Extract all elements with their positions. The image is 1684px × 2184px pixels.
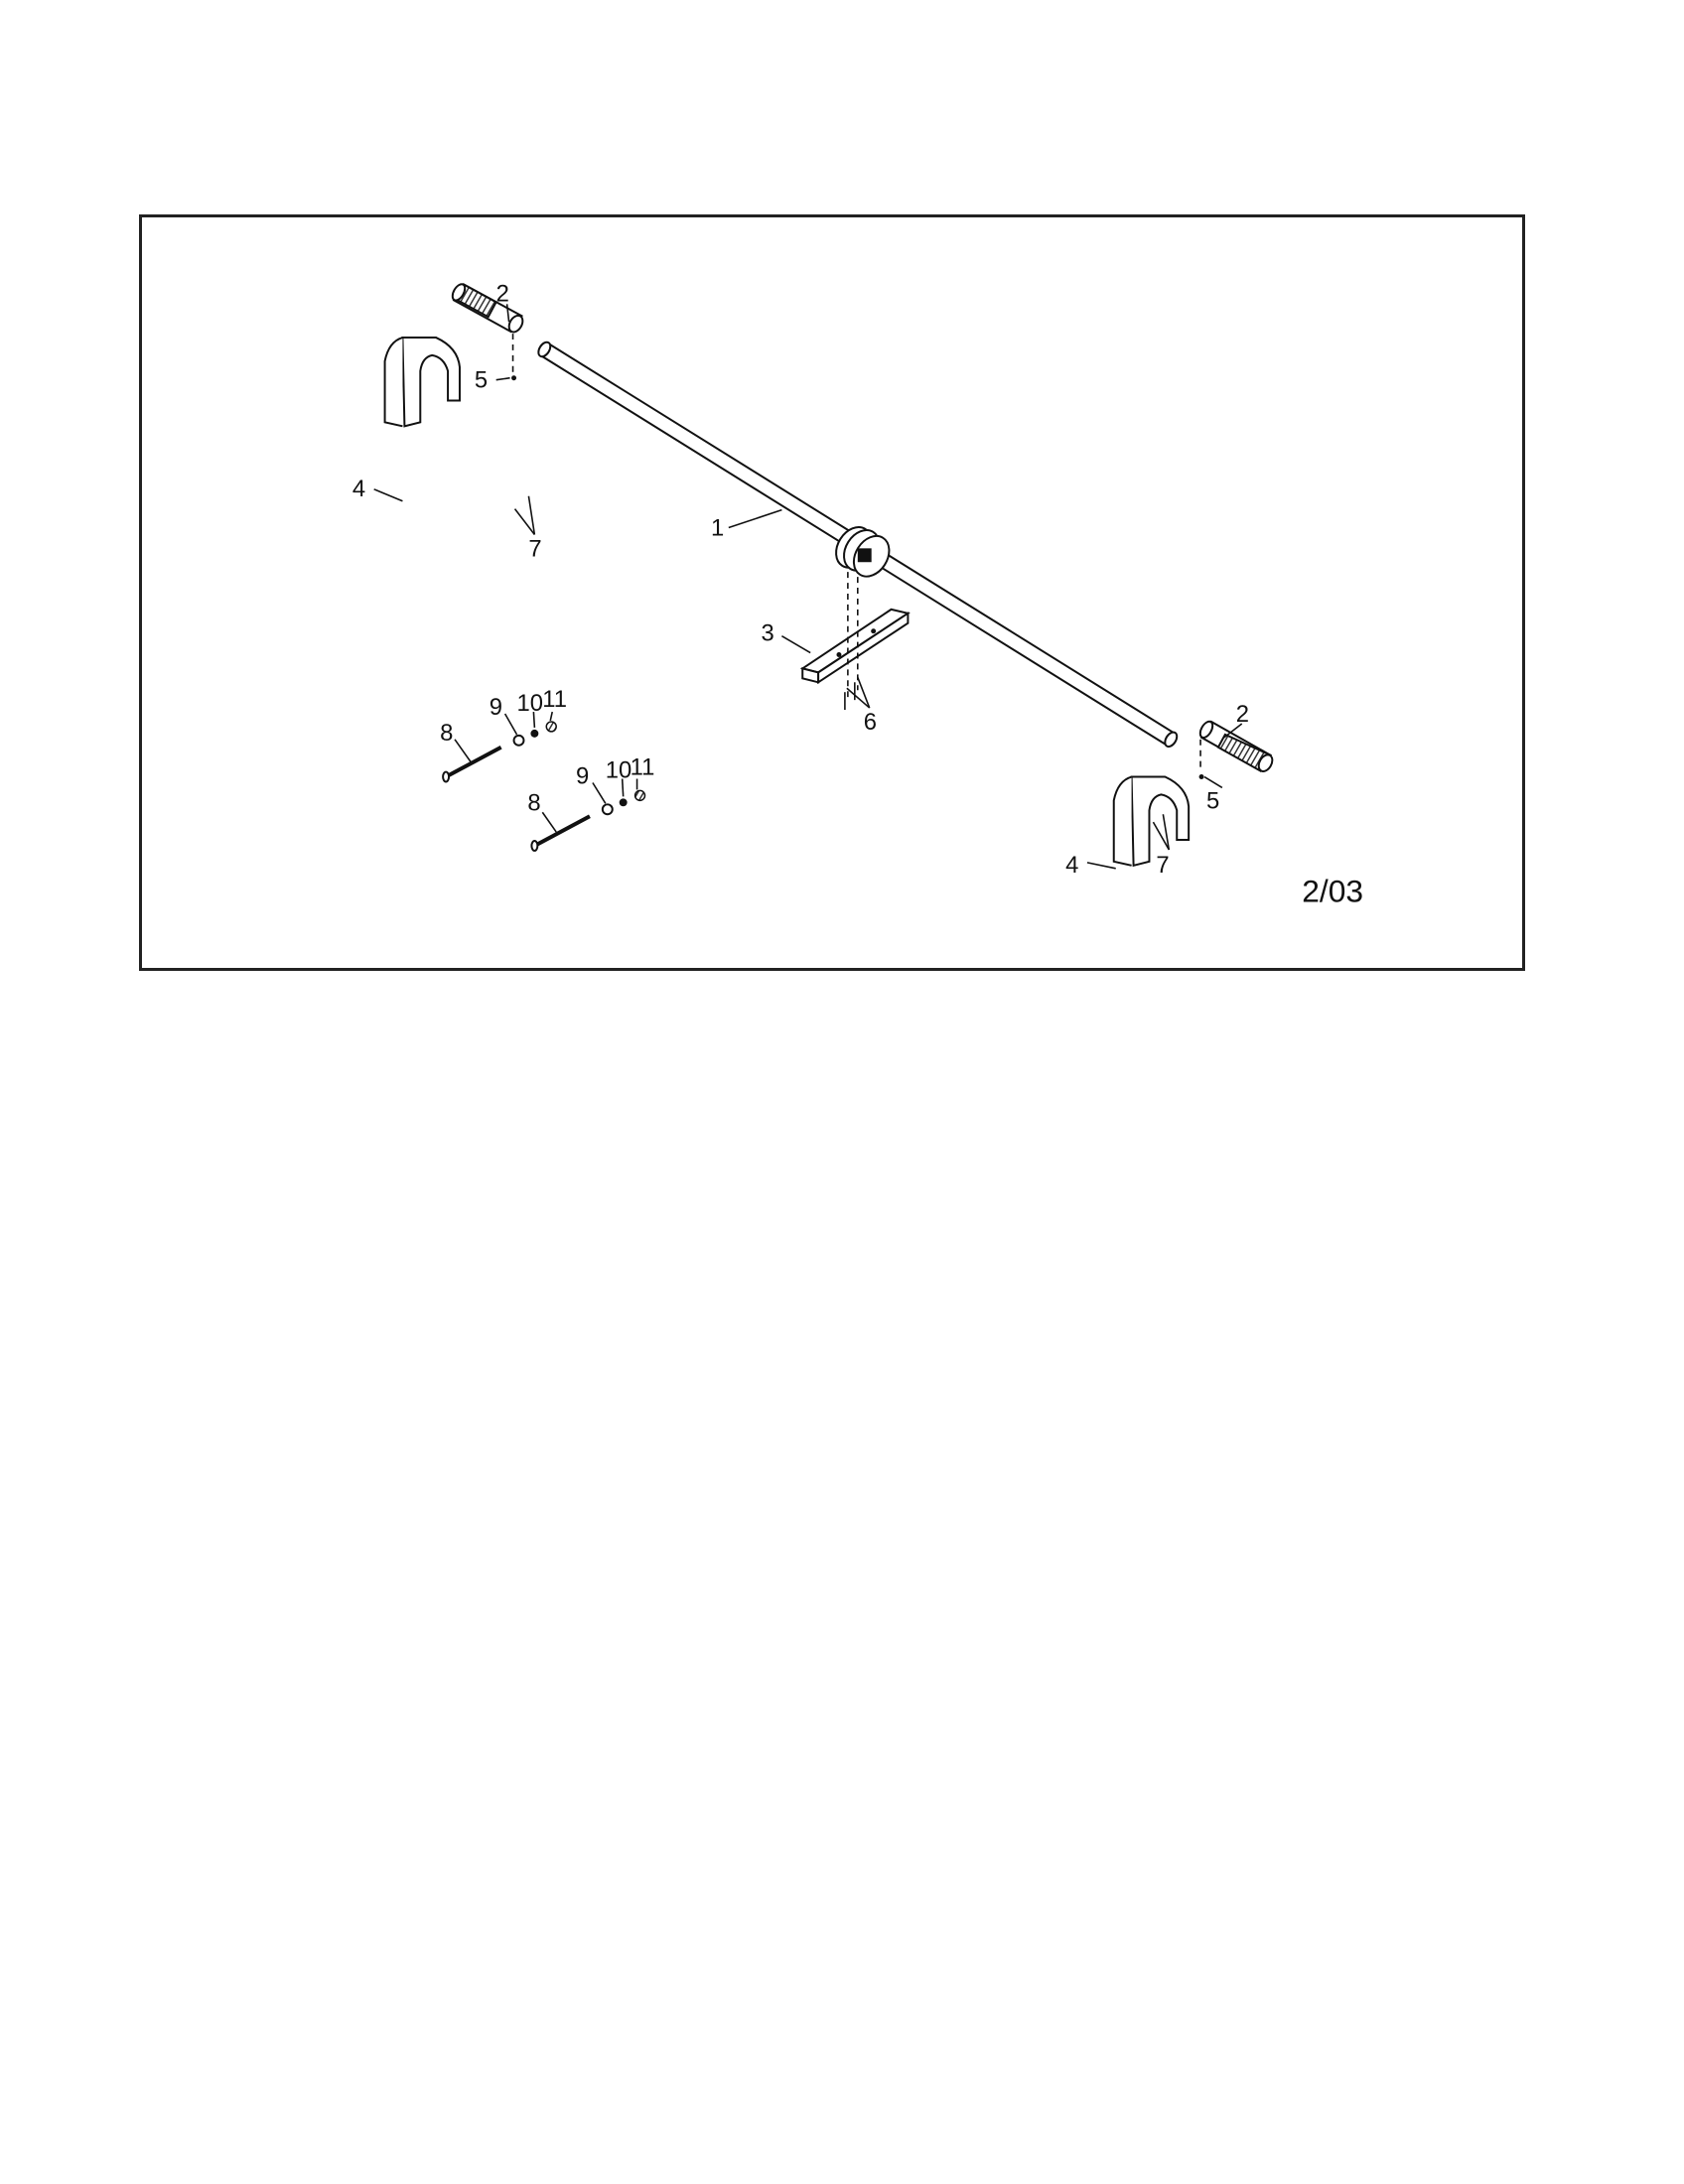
plate-screws bbox=[844, 572, 859, 711]
callout-8-lower: 8 bbox=[527, 789, 540, 816]
callout-9-lower: 9 bbox=[576, 762, 589, 789]
diagram-frame: 2 5 4 7 1 3 6 2 5 4 7 8 9 10 11 8 9 10 1… bbox=[139, 214, 1525, 971]
set-screw-left bbox=[511, 334, 517, 381]
bolt-assembly-upper bbox=[442, 721, 557, 783]
bar bbox=[537, 341, 1179, 749]
callout-4-right: 4 bbox=[1065, 852, 1078, 879]
leader-lines bbox=[373, 304, 1243, 870]
callout-6: 6 bbox=[864, 709, 877, 736]
bolt-assembly-lower bbox=[530, 789, 646, 852]
callout-2-right: 2 bbox=[1236, 701, 1249, 728]
callout-4-left: 4 bbox=[352, 476, 365, 502]
set-screw-right bbox=[1198, 739, 1204, 780]
saddle-bracket-left bbox=[383, 337, 461, 428]
callout-5-right: 5 bbox=[1206, 787, 1219, 814]
callout-11-lower: 11 bbox=[631, 754, 655, 781]
callout-8-upper: 8 bbox=[440, 720, 453, 747]
callout-2-left: 2 bbox=[496, 280, 509, 307]
center-plate bbox=[799, 608, 911, 685]
end-sleeve-right bbox=[1198, 720, 1274, 772]
exploded-parts-diagram: 2 5 4 7 1 3 6 2 5 4 7 8 9 10 11 8 9 10 1… bbox=[352, 280, 1363, 909]
callout-7-left: 7 bbox=[528, 535, 541, 562]
callout-10-lower: 10 bbox=[606, 757, 632, 784]
callout-3: 3 bbox=[762, 620, 774, 647]
saddle-bracket-right bbox=[1112, 775, 1191, 868]
callout-5-left: 5 bbox=[475, 367, 488, 394]
revision-date: 2/03 bbox=[1302, 874, 1363, 909]
end-sleeve-left bbox=[451, 283, 524, 334]
callout-11-upper: 11 bbox=[542, 686, 567, 713]
callout-9-upper: 9 bbox=[490, 694, 502, 721]
callout-7-right: 7 bbox=[1156, 852, 1169, 879]
callout-1: 1 bbox=[711, 514, 724, 541]
callout-10-upper: 10 bbox=[517, 690, 543, 717]
